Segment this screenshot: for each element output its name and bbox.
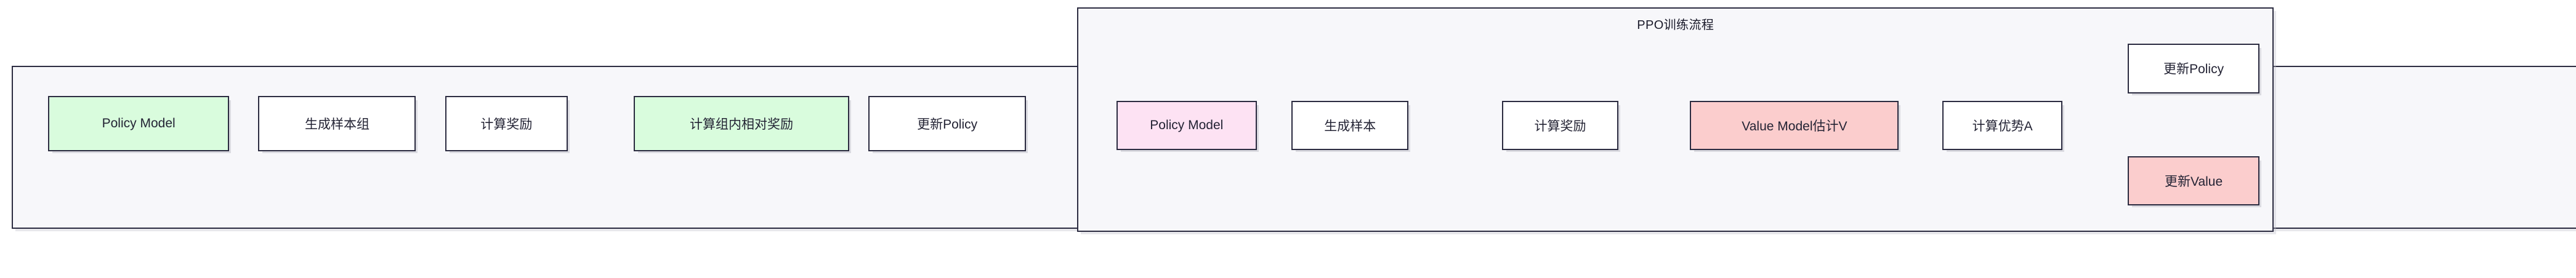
node-grpo-policy-model[interactable]: Policy Model (48, 96, 230, 152)
node-label: 计算奖励 (1534, 119, 1586, 133)
node-ppo-update-policy[interactable]: 更新Policy (2128, 44, 2259, 93)
node-ppo-generate-samples[interactable]: 生成样本 (1291, 100, 1409, 151)
node-grpo-generate-samples[interactable]: 生成样本组 (258, 96, 416, 152)
node-label: 生成样本 (1324, 119, 1376, 133)
node-ppo-compute-reward[interactable]: 计算奖励 (1501, 100, 1619, 151)
node-label: 更新Value (2165, 174, 2223, 189)
node-label: 更新Policy (917, 117, 978, 132)
node-grpo-group-relative[interactable]: 计算组内相对奖励 (633, 96, 850, 152)
node-label: 更新Policy (2163, 62, 2224, 77)
node-ppo-compute-advantage[interactable]: 计算优势A (1942, 100, 2062, 151)
subgraph-title-ppo: PPO训练流程 (1637, 18, 1714, 32)
node-label: 计算奖励 (480, 117, 533, 132)
node-ppo-update-value[interactable]: 更新Value (2128, 156, 2259, 206)
node-label: Value Model估计V (1742, 119, 1847, 133)
subgraph-ppo (1077, 7, 2274, 232)
node-label: 生成样本组 (304, 117, 369, 132)
node-grpo-update-policy[interactable]: 更新Policy (868, 96, 1027, 152)
node-label: 计算优势A (1972, 119, 2033, 133)
node-label: 计算组内相对奖励 (689, 117, 793, 132)
node-grpo-compute-reward[interactable]: 计算奖励 (445, 96, 568, 152)
node-ppo-value-model[interactable]: Value Model估计V (1690, 100, 1899, 151)
node-label: Policy Model (102, 116, 176, 131)
node-ppo-policy-model[interactable]: Policy Model (1116, 100, 1257, 151)
node-label: Policy Model (1150, 117, 1224, 132)
